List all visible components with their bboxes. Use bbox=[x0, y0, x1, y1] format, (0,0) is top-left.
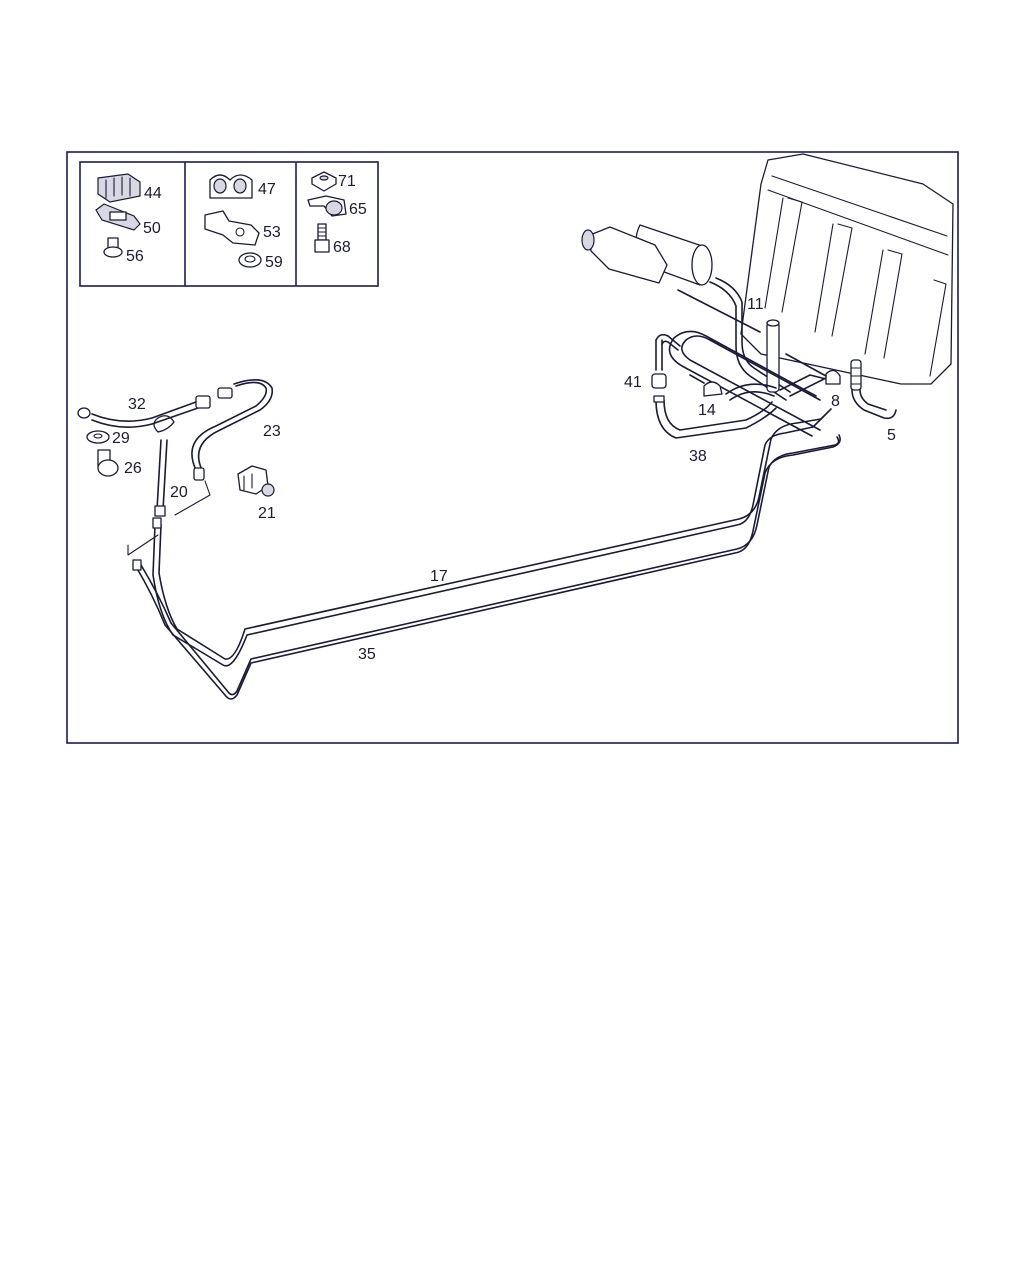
part-label-50: 50 bbox=[143, 220, 161, 237]
clip-21 bbox=[237, 465, 275, 497]
part-label-35: 35 bbox=[358, 646, 376, 663]
part-label-32: 32 bbox=[128, 396, 146, 413]
bolt-68-icon bbox=[314, 223, 330, 253]
bracket-53-icon bbox=[204, 210, 260, 246]
clamp-65-icon bbox=[307, 195, 347, 217]
nut-59-icon bbox=[238, 252, 262, 268]
diagram-frame bbox=[66, 151, 959, 744]
return-line-loop bbox=[668, 330, 831, 437]
part-label-38: 38 bbox=[689, 448, 707, 465]
fuel-lines-17-35 bbox=[127, 408, 841, 700]
part-label-14: 14 bbox=[698, 402, 716, 419]
part-label-17: 17 bbox=[430, 568, 448, 585]
fuel-filter bbox=[581, 224, 761, 333]
part-label-8: 8 bbox=[831, 393, 840, 410]
line-20 bbox=[153, 415, 175, 517]
square-nut-71-icon bbox=[311, 171, 337, 192]
part-label-26: 26 bbox=[124, 460, 142, 477]
pipe-5 bbox=[850, 359, 897, 420]
part-label-44: 44 bbox=[144, 185, 162, 202]
part-label-5: 5 bbox=[887, 427, 896, 444]
line-32 bbox=[77, 395, 211, 428]
part-label-65: 65 bbox=[349, 201, 367, 218]
part-label-11: 11 bbox=[747, 296, 764, 313]
part-label-56: 56 bbox=[126, 248, 144, 265]
part-label-68: 68 bbox=[333, 239, 351, 256]
clip-44-icon bbox=[97, 173, 141, 203]
small-parts-inset: 44 50 56 47 53 59 71 65 68 bbox=[79, 161, 379, 287]
part-label-29: 29 bbox=[112, 430, 130, 447]
clamp-14 bbox=[689, 374, 723, 397]
clamp-8 bbox=[785, 353, 841, 385]
hose-38 bbox=[653, 383, 777, 439]
clamp-47-icon bbox=[209, 174, 253, 199]
part-label-20: 20 bbox=[170, 484, 188, 501]
part-label-59: 59 bbox=[265, 254, 283, 271]
part-label-71: 71 bbox=[338, 173, 356, 190]
banjo-bolt-26 bbox=[97, 449, 119, 477]
washer-29 bbox=[86, 430, 110, 444]
part-label-21: 21 bbox=[258, 505, 276, 522]
part-label-23: 23 bbox=[263, 423, 281, 440]
fuel-tank bbox=[740, 153, 954, 385]
screw-56-icon bbox=[103, 237, 123, 258]
part-label-47: 47 bbox=[258, 181, 276, 198]
clip-50-icon bbox=[95, 203, 141, 231]
part-label-53: 53 bbox=[263, 224, 281, 241]
connector-41 bbox=[651, 333, 681, 389]
line-23 bbox=[191, 379, 274, 481]
part-label-41: 41 bbox=[624, 374, 642, 391]
